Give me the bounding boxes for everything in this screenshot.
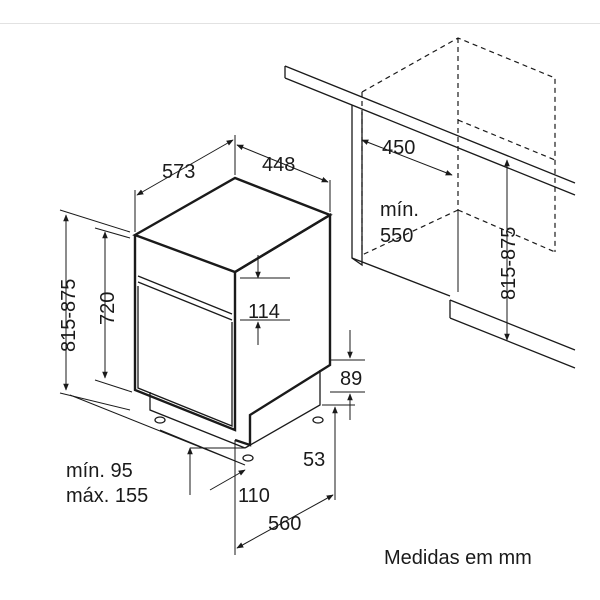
dim-door-min: mín. 95	[66, 460, 133, 482]
dishwasher-body	[132, 176, 333, 462]
dim-114: 114	[248, 301, 280, 323]
dimension-labels: 573 448 450 mín. 550 815-875 815-875 720…	[58, 137, 532, 569]
dim-448: 448	[262, 154, 295, 176]
top-divider	[0, 23, 600, 24]
dim-min-label: mín.	[380, 199, 419, 221]
dim-573: 573	[162, 161, 195, 183]
dim-53: 53	[303, 449, 325, 471]
dimension-lines	[59, 135, 365, 555]
dim-niche-height: 815-875	[498, 227, 520, 300]
dim-door-max: máx. 155	[66, 485, 148, 507]
dim-720: 720	[97, 292, 119, 325]
dim-450: 450	[382, 137, 415, 159]
dim-560: 560	[268, 513, 301, 535]
dim-550: 550	[380, 225, 413, 247]
units-note: Medidas em mm	[384, 547, 532, 569]
dim-total-height: 815-875	[58, 279, 80, 352]
installation-niche	[284, 37, 576, 369]
dim-89: 89	[340, 368, 362, 390]
dim-110: 110	[238, 485, 270, 507]
